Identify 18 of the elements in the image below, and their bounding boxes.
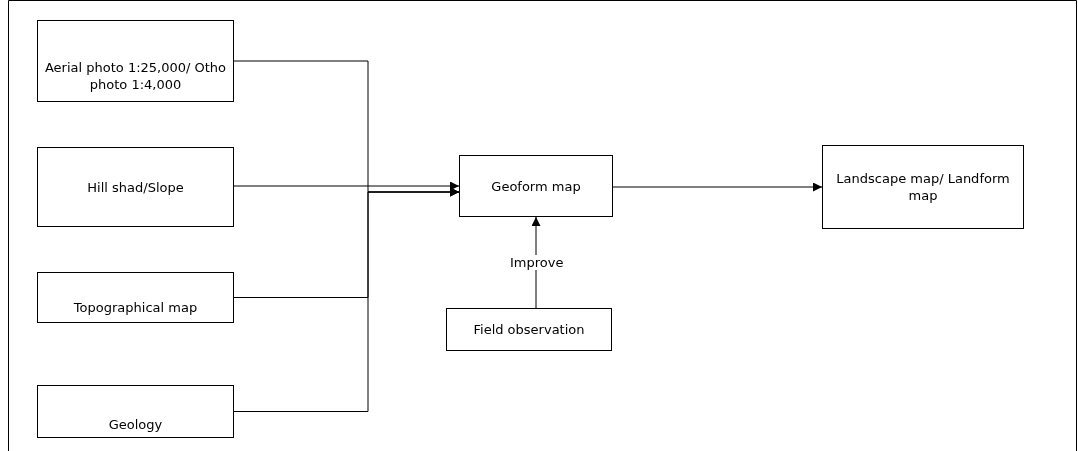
box-text: Topographical map bbox=[72, 299, 199, 316]
process-box bbox=[822, 145, 1024, 229]
process-box bbox=[37, 20, 234, 102]
process-box bbox=[37, 385, 234, 438]
box-text: Aerial photo 1:25,000/ Otho photo 1:4,000 bbox=[43, 59, 228, 93]
process-box bbox=[37, 272, 234, 323]
box-text: Geology bbox=[107, 416, 164, 433]
process-box bbox=[446, 308, 612, 351]
box-text: Hill shad/Slope bbox=[86, 178, 185, 196]
box-text: Field observation bbox=[472, 321, 586, 338]
process-box bbox=[37, 147, 234, 227]
arrow bbox=[612, 182, 823, 192]
process-box bbox=[459, 155, 613, 217]
box-text: Geoform map bbox=[490, 177, 582, 195]
box-text: Landscape map/ Landform map bbox=[835, 170, 1011, 204]
arrow bbox=[233, 187, 460, 412]
edge-label: Improve bbox=[508, 254, 566, 270]
arrow bbox=[233, 181, 460, 191]
